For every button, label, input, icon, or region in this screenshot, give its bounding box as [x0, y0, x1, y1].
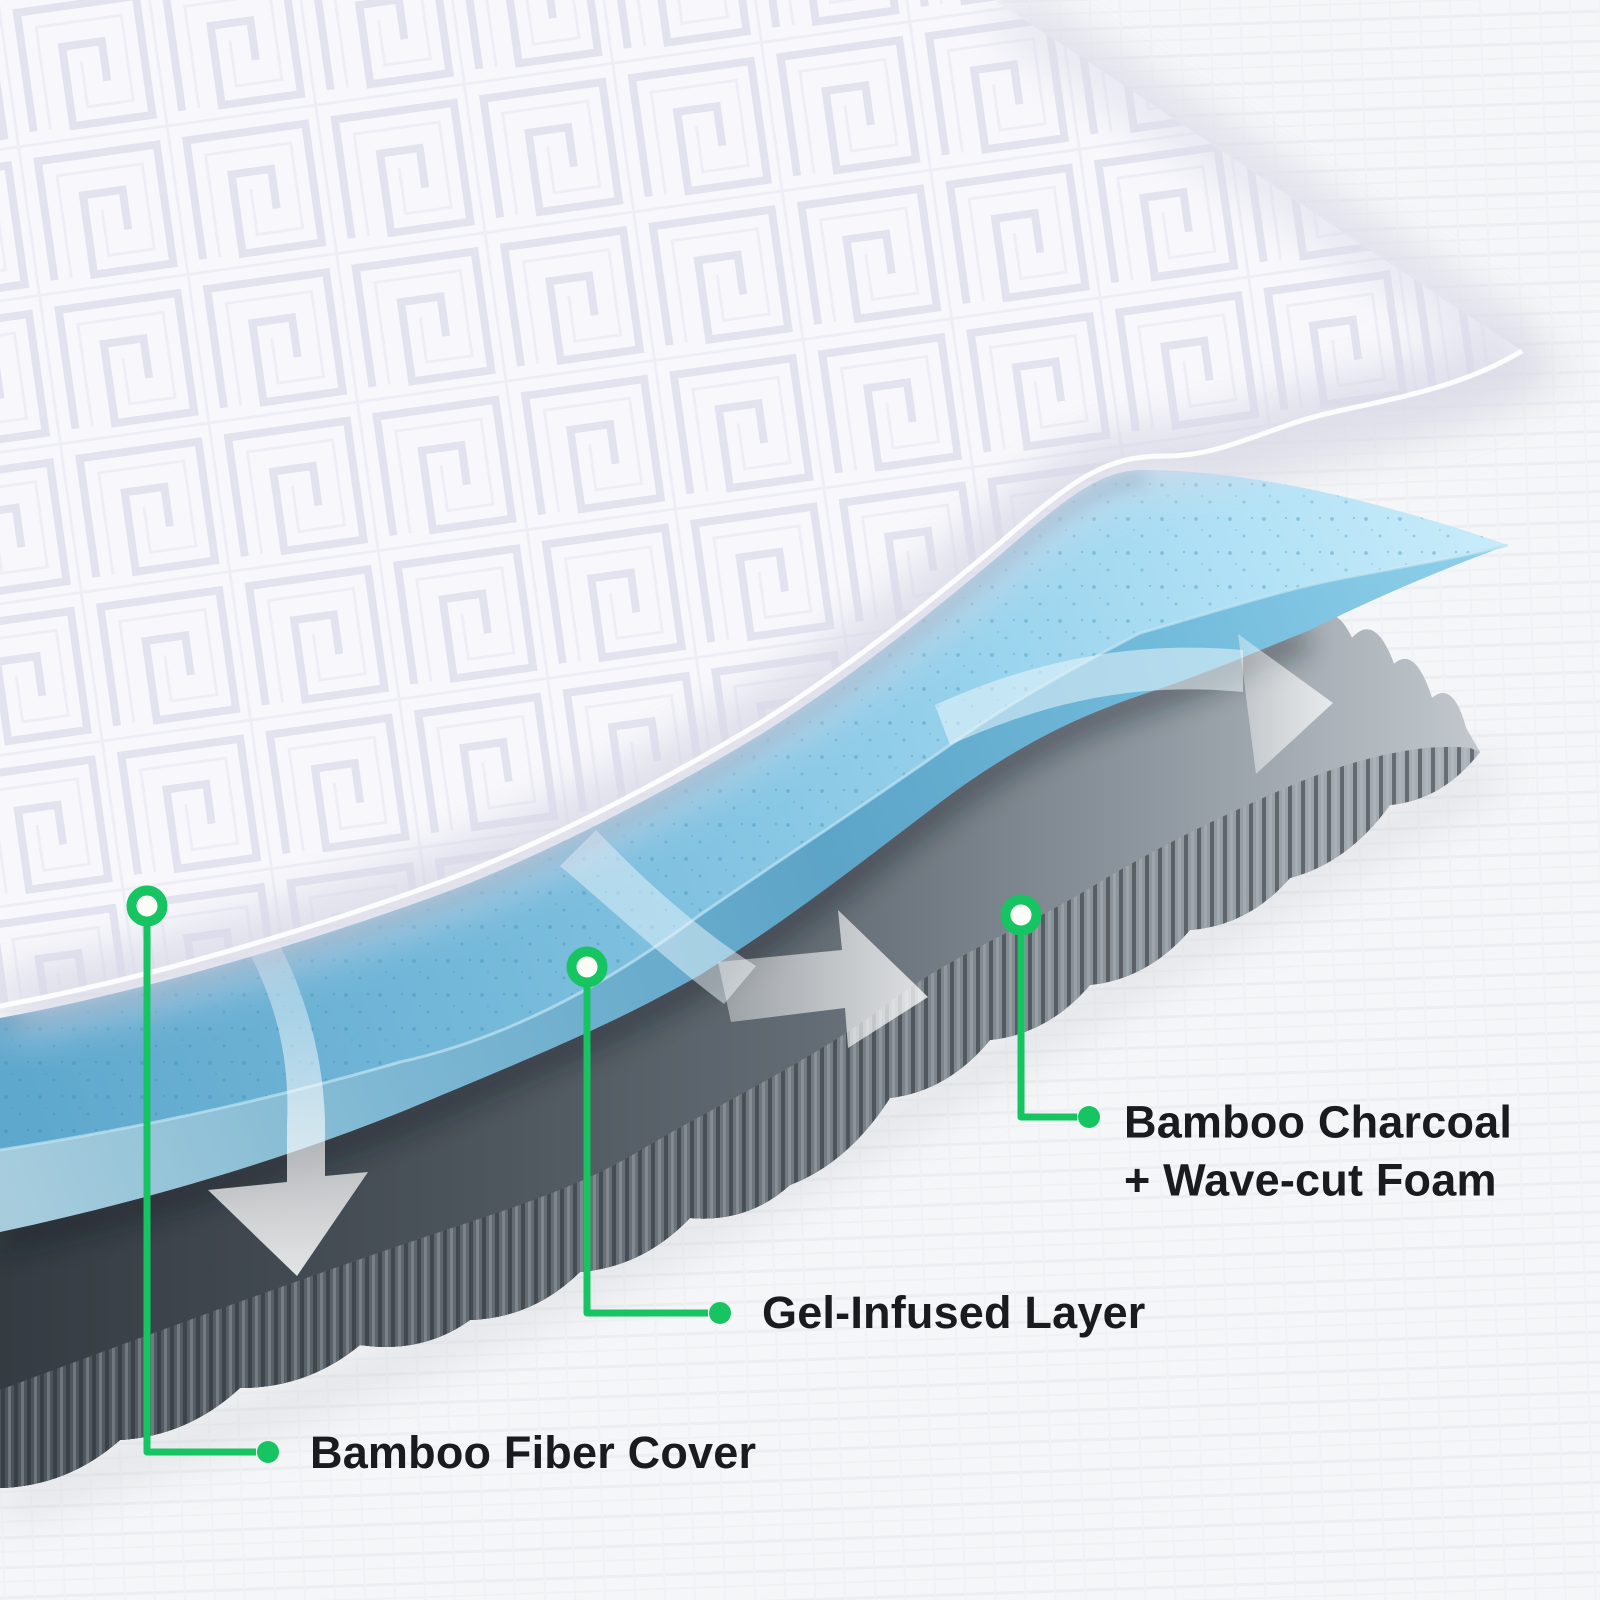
airflow-swoosh-left: [560, 830, 756, 1004]
callout-anchor-ring: [1000, 894, 1042, 936]
callout-end-dot: [1078, 1106, 1100, 1128]
callout-end-dot: [709, 1302, 731, 1324]
callout-bamboo-charcoal-foam: [1000, 894, 1100, 1128]
foam-drop-shadow: [0, 756, 1503, 1520]
label-text: Gel-Infused Layer: [762, 1287, 1146, 1339]
airflow-arrow-right-icon: [718, 910, 928, 1048]
callout-anchor-ring: [126, 885, 168, 927]
label-bamboo-fiber-cover: Bamboo Fiber Cover: [310, 1424, 756, 1482]
callout-gel-infused-layer: [566, 946, 731, 1324]
label-gel-infused-layer: Gel-Infused Layer: [762, 1284, 1146, 1342]
airflow-arrow-upright-icon: [1238, 634, 1333, 774]
wave-cut-foam-layer: [0, 614, 1480, 1488]
airflow-graphics: [208, 634, 1333, 1276]
callout-anchor-ring: [566, 946, 608, 988]
label-bamboo-charcoal-foam: Bamboo Charcoal + Wave-cut Foam: [1124, 1093, 1512, 1208]
callout-bamboo-fiber-cover: [126, 885, 279, 1463]
bamboo-fiber-cover-layer: [0, 0, 1535, 1032]
airflow-swoosh-right: [935, 647, 1243, 745]
airflow-arrow-down-icon: [208, 945, 368, 1276]
label-text-line1: Bamboo Charcoal: [1124, 1096, 1513, 1148]
callouts: [126, 885, 1100, 1463]
label-text-line2: + Wave-cut Foam: [1124, 1154, 1497, 1205]
callout-end-dot: [257, 1441, 279, 1463]
label-text: Bamboo Fiber Cover: [310, 1427, 757, 1479]
